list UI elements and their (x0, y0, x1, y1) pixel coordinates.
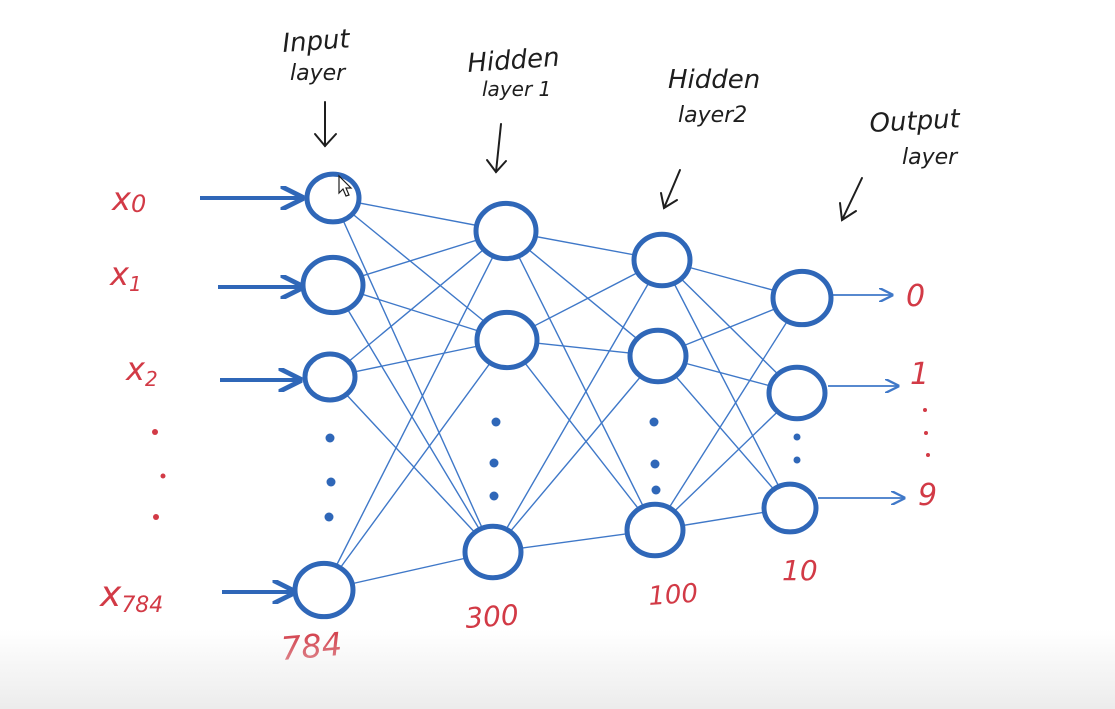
connection-line (505, 230, 659, 357)
layer-titles: Input layer Hidden layer 1 Hidden layer2… (281, 24, 961, 170)
output-layer-title: Output (869, 104, 962, 139)
neuron-node (761, 481, 819, 535)
connection-line (506, 339, 656, 531)
output-label-1: 1 (910, 357, 929, 392)
input-labels: x0 x1 x2 x784 (99, 180, 163, 618)
input-arrows (200, 198, 302, 592)
neuron-node (474, 309, 540, 371)
connection-line (332, 197, 508, 341)
neuron-node (766, 364, 828, 422)
hidden-layer-1-count: 300 (464, 598, 520, 635)
neuron-node (627, 327, 689, 385)
neuron-node (631, 231, 693, 289)
output-labels: 0 1 9 (906, 279, 937, 513)
input-label-x784: x784 (99, 574, 163, 618)
connection-line (332, 197, 494, 553)
down-arrows (314, 101, 863, 222)
connection-line (492, 259, 663, 553)
connection-line (329, 230, 507, 378)
hidden-layer-2-title: Hidden (668, 65, 760, 95)
output-label-9: 9 (918, 478, 937, 513)
connection-line (323, 230, 507, 591)
connection-line (332, 284, 494, 553)
nodes (292, 171, 834, 620)
down-arrow-icon (314, 101, 337, 148)
input-layer-count: 784 (279, 625, 343, 668)
mouse-cursor-icon (338, 174, 353, 197)
neuron-node (302, 351, 358, 403)
connection-line (657, 355, 791, 509)
hidden-layer-1-subtitle: layer 1 (482, 77, 551, 101)
ellipsis-dots-icon (324, 417, 801, 522)
input-label-x2: x2 (125, 350, 158, 391)
neuron-node (304, 171, 362, 225)
connection-line (492, 355, 659, 553)
connection-line (661, 259, 791, 509)
input-label-x0: x0 (111, 180, 146, 218)
output-arrows (818, 295, 904, 498)
input-layer-title: Input (281, 24, 351, 59)
output-label-0: 0 (906, 279, 925, 314)
hidden-layer-2-subtitle: layer2 (678, 103, 747, 128)
input-label-x1: x1 (109, 255, 142, 296)
hidden-layer-1-title: Hidden (466, 43, 560, 79)
connection-line (505, 230, 656, 531)
neuron-node (300, 254, 366, 316)
neuron-node (462, 523, 524, 581)
input-layer-subtitle: layer (290, 61, 347, 86)
output-layer-count: 10 (782, 554, 818, 587)
neuron-node (770, 268, 834, 328)
connection-line (654, 392, 798, 531)
down-arrow-icon (839, 177, 863, 222)
connection-line (329, 376, 494, 553)
down-arrow-icon (660, 169, 681, 210)
connection-line (323, 339, 508, 591)
neuron-node (624, 501, 686, 559)
down-arrow-icon (486, 123, 507, 174)
output-layer-subtitle: layer (902, 145, 959, 170)
neuron-node (473, 200, 539, 262)
layer-counts: 784 300 100 10 (279, 554, 817, 668)
ellipsis-dots-icon (152, 408, 930, 520)
connection-line (654, 297, 803, 531)
hidden-layer-2-count: 100 (647, 579, 699, 612)
neuron-node (292, 560, 356, 620)
connections (323, 197, 803, 591)
